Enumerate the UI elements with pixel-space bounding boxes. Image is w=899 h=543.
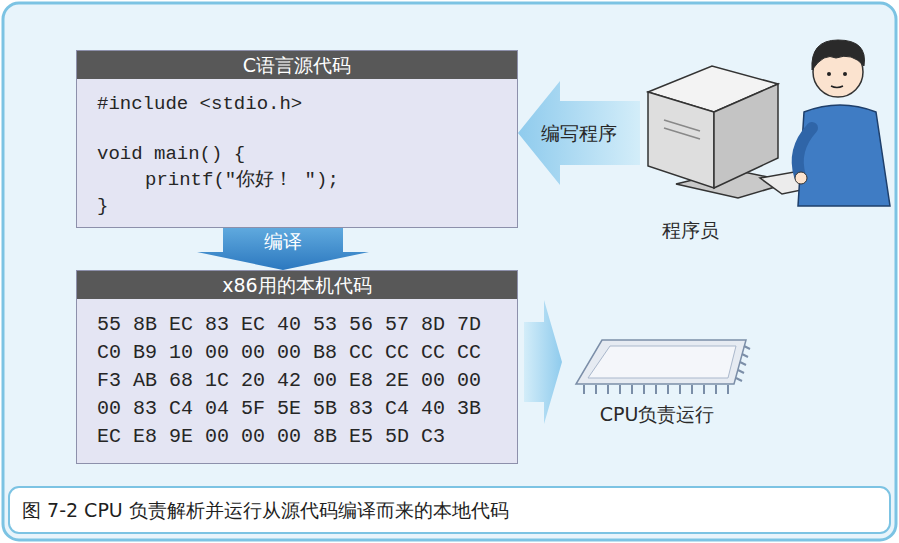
native-code-box: x86用的本机代码 55 8B EC 83 EC 40 53 56 57 8D 7… [76, 270, 518, 464]
box-header: x86用的本机代码 [77, 271, 517, 299]
write-program-arrow [518, 81, 640, 185]
edge-label: 编译 [264, 229, 302, 253]
person-arm [798, 128, 812, 176]
person-hand [795, 172, 807, 184]
code-line: 00 83 C4 04 5F 5E 5B 83 C4 40 3B [77, 395, 517, 423]
figure-caption: 图 7-2 CPU 负责解析并运行从源代码编译而来的本地代码 [22, 497, 509, 523]
cpu-illustration [576, 340, 750, 394]
outer-panel [3, 3, 896, 540]
person-eye [827, 72, 831, 76]
compile-arrow [197, 228, 369, 270]
figure-label: CPU负责运行 [562, 402, 752, 426]
run-arrow [524, 300, 562, 424]
chip-top [588, 346, 736, 378]
source-code-box: C语言源代码 #include <stdio.h> void main() {pri… [76, 50, 518, 228]
chip-body [576, 340, 746, 384]
cpu-figure: CPU负责运行 [562, 322, 752, 437]
monitor-vent [664, 128, 700, 139]
caption-panel [9, 487, 890, 533]
code-line: printf("你好！ "); [77, 167, 517, 193]
programmer-figure: 程序员 [640, 28, 890, 253]
chip-pins [584, 346, 750, 394]
person-hair [812, 40, 865, 70]
code-line: } [77, 193, 517, 219]
code-line: EC E8 9E 00 00 00 8B E5 5D C3 [77, 423, 517, 451]
monitor-left [648, 92, 714, 188]
figure-label: 程序员 [662, 218, 719, 242]
code-line: #include <stdio.h> [77, 91, 517, 117]
person-eye [843, 72, 847, 76]
code-line: void main() { [77, 141, 517, 167]
programmer-illustration [648, 40, 890, 206]
edge-label: 编写程序 [541, 121, 617, 145]
person-mouth [831, 86, 843, 88]
code-line: F3 AB 68 1C 20 42 00 E8 2E 00 00 [77, 367, 517, 395]
monitor-right [714, 84, 778, 188]
box-header: C语言源代码 [77, 51, 517, 79]
code-line: C0 B9 10 00 00 00 B8 CC CC CC CC [77, 339, 517, 367]
code-line: 55 8B EC 83 EC 40 53 56 57 8D 7D [77, 311, 517, 339]
person-body [798, 105, 890, 206]
